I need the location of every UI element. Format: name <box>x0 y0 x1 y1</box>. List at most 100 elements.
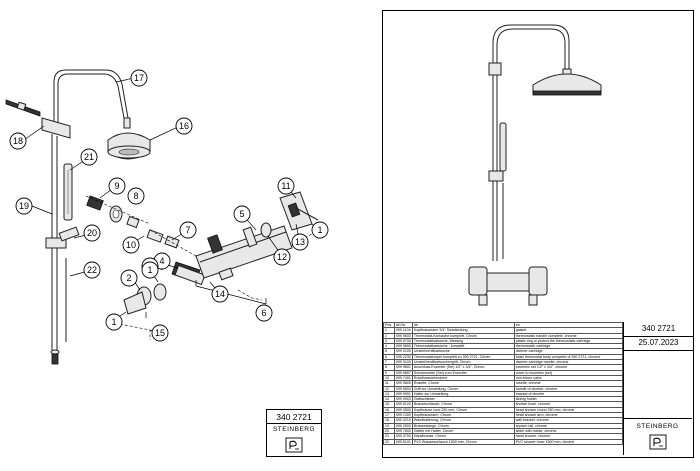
svg-text:1: 1 <box>317 225 322 235</box>
assembled-head-shower <box>532 68 602 96</box>
eccentric-set <box>86 195 140 229</box>
svg-text:11: 11 <box>281 181 290 191</box>
callout-9: 9 <box>108 177 126 195</box>
cell-article: 099 9600 <box>393 332 413 339</box>
svg-text:18: 18 <box>13 136 23 146</box>
cell-en: diverter cartridge handle, chrome <box>513 359 624 366</box>
cell-article: 099 5101 <box>393 438 413 445</box>
slider-holder <box>45 226 80 249</box>
svg-text:5: 5 <box>239 209 244 219</box>
cell-article: 099 3700 <box>393 433 413 440</box>
wall-bracket <box>5 99 71 139</box>
svg-text:10: 10 <box>126 240 136 250</box>
callout-11: 11 <box>277 177 295 195</box>
cell-article: 099 5100 <box>393 401 413 408</box>
diverter-handle-group <box>260 191 319 238</box>
assembled-hand-shower <box>488 122 507 182</box>
svg-text:13: 13 <box>295 237 305 247</box>
svg-text:4: 4 <box>159 256 164 266</box>
svg-text:1: 1 <box>147 265 152 275</box>
brand-logo-icon <box>285 437 303 453</box>
callout-15: 15 <box>151 324 169 342</box>
cell-article: 099 9700 <box>393 337 413 345</box>
svg-text:6: 6 <box>261 308 266 318</box>
cell-article: 099 1300 <box>393 412 413 419</box>
hand-shower <box>63 163 73 221</box>
right-brand-block: STEINBERG <box>623 418 692 456</box>
cell-article: 099 5500 <box>393 385 413 392</box>
callout-12: 12 <box>273 248 291 266</box>
callout-21: 21 <box>80 148 98 166</box>
callout-10: 10 <box>122 236 140 254</box>
callout-19: 19 <box>15 197 33 215</box>
callout-1-c: 1 <box>105 313 123 331</box>
rail-clamp <box>488 62 502 76</box>
svg-text:12: 12 <box>277 252 287 262</box>
svg-text:19: 19 <box>19 201 29 211</box>
cell-article: 099 9801 <box>393 364 413 371</box>
right-brand-name: STEINBERG <box>636 423 679 430</box>
callout-14: 14 <box>211 285 229 303</box>
assembled-drawing <box>468 24 602 306</box>
left-title-block: 340 2721 STEINBERG <box>266 409 322 457</box>
cell-article: 099 7401 <box>393 374 413 382</box>
svg-text:7: 7 <box>185 225 190 235</box>
assembled-view-panel <box>382 10 694 458</box>
cell-article: 099 9800 <box>393 380 413 387</box>
callout-1-b: 1 <box>141 261 159 279</box>
svg-text:9: 9 <box>114 181 119 191</box>
callout-17: 17 <box>130 69 148 87</box>
cell-article: 099 1104 <box>393 327 413 334</box>
head-shower <box>107 117 151 160</box>
callout-5: 5 <box>233 205 251 223</box>
cell-article: 099 9800 <box>393 343 413 350</box>
cell-article: 099 9901 <box>393 390 413 398</box>
cell-pos: 22 <box>383 438 395 445</box>
callout-22: 22 <box>83 261 101 279</box>
svg-text:14: 14 <box>215 289 225 299</box>
cell-en: PVC shower hose 1500 mm, chrome <box>513 438 624 445</box>
callout-18: 18 <box>9 132 27 150</box>
brand-logo-icon <box>649 434 667 450</box>
right-title-block: 340 2721 25.07.2023 <box>623 322 693 455</box>
svg-text:21: 21 <box>84 152 94 162</box>
exploded-drawing: 17 16 18 21 9 8 11 19 7 5 20 10 4 12 13 … <box>5 69 329 365</box>
svg-text:1: 1 <box>111 317 116 327</box>
cell-article: 099 3210 <box>393 417 413 424</box>
cell-article: 099 3100 <box>393 359 413 366</box>
cell-article: 099 9807 <box>393 369 413 376</box>
svg-text:2: 2 <box>126 273 131 283</box>
right-date: 25.07.2023 <box>624 336 693 351</box>
assembled-thermostat <box>468 266 548 306</box>
header-article: Art.Nr. <box>393 321 413 329</box>
cell-article: 099 2500 <box>393 422 413 429</box>
cell-en: basic thermostat body complete of 390 27… <box>513 353 624 361</box>
callout-7: 7 <box>179 221 197 239</box>
svg-text:22: 22 <box>87 265 97 275</box>
cell-article: 099 7600 <box>393 427 413 435</box>
svg-text:16: 16 <box>179 121 189 131</box>
left-brand-name: STEINBERG <box>272 426 316 433</box>
callout-6: 6 <box>255 304 273 322</box>
cell-en: thermostatic handle complete, chrome <box>513 332 624 339</box>
cell-en: head shower round 250 mm, chrome <box>513 406 624 414</box>
svg-text:8: 8 <box>133 191 138 201</box>
callout-8: 8 <box>127 187 145 205</box>
cell-article: 099 0100 <box>393 348 413 355</box>
left-article-code: 340 2721 <box>267 411 321 424</box>
exploded-drawing-panel: 17 16 18 21 9 8 11 19 7 5 20 10 4 12 13 … <box>5 69 329 457</box>
shower-arm <box>53 69 129 130</box>
diverter-cartridge-group <box>123 229 206 315</box>
svg-text:15: 15 <box>155 328 165 338</box>
cell-en: plastic ring to protect the thermostatic… <box>513 337 624 345</box>
callout-13: 13 <box>291 233 309 251</box>
cell-article: 099 2230 <box>393 353 413 361</box>
callout-16: 16 <box>175 117 193 135</box>
